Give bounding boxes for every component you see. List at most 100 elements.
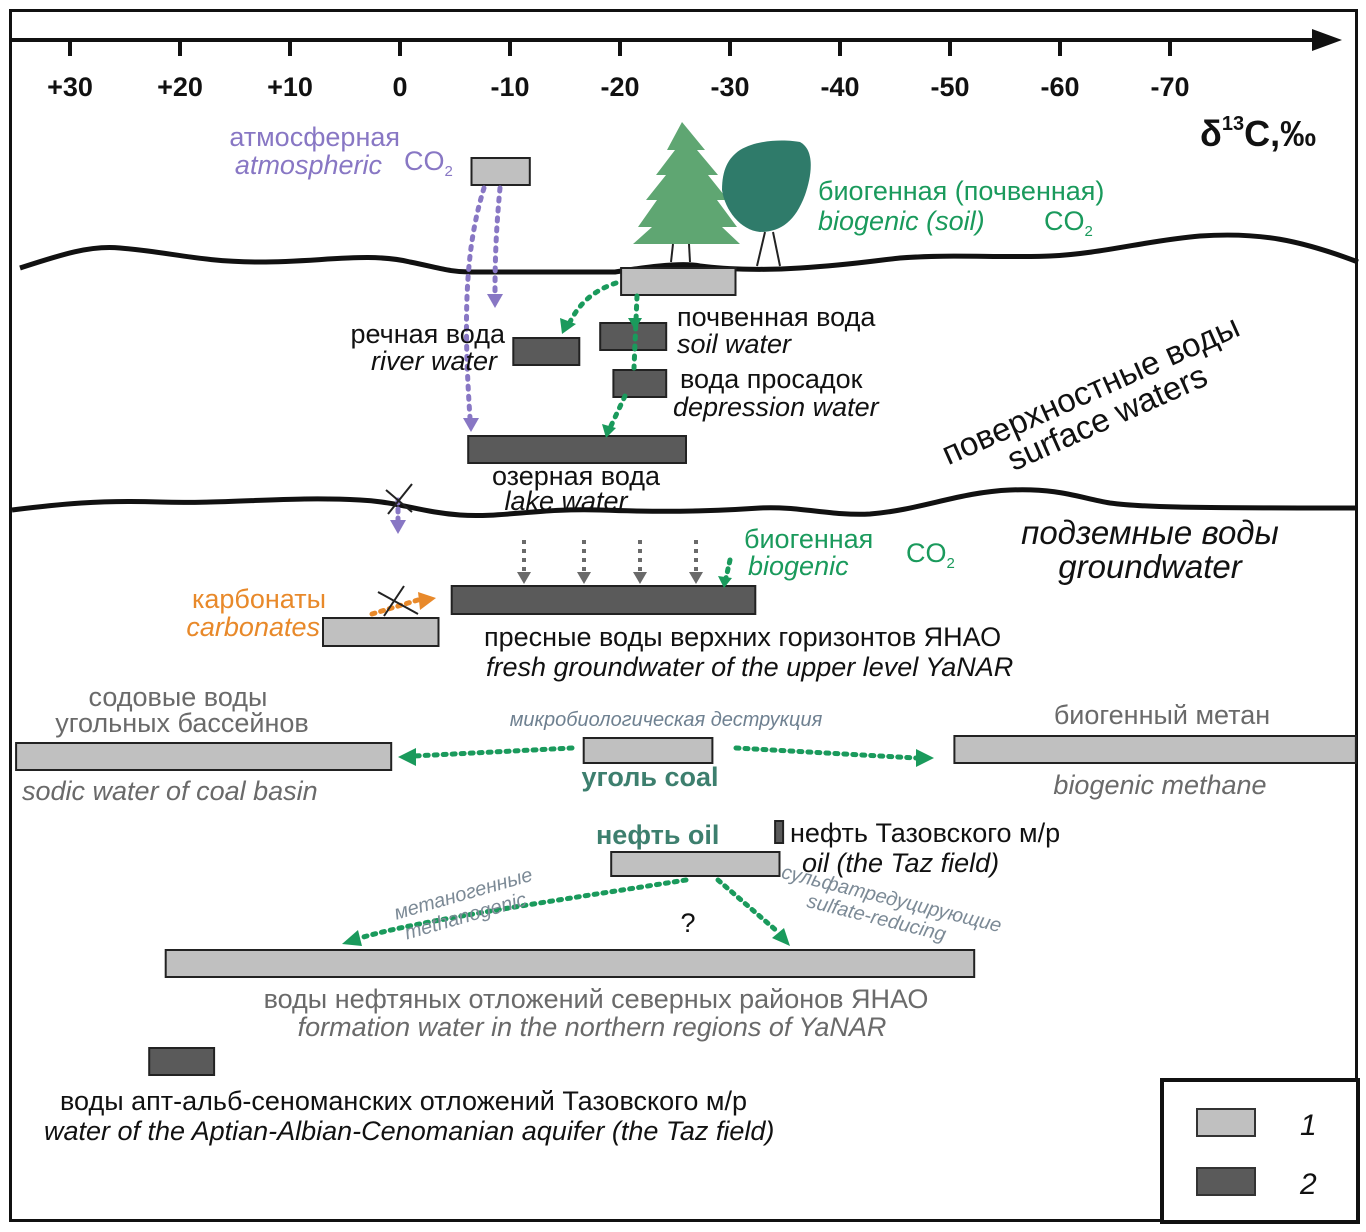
axis-tick-label: -50 xyxy=(930,72,969,102)
arrowhead-icon xyxy=(689,572,703,584)
range-bar-atmospheric-co2 xyxy=(470,157,531,186)
range-bar-sodic-water xyxy=(15,742,393,771)
arrowhead-icon xyxy=(517,572,531,584)
legend-swatch-type-1 xyxy=(1196,1108,1256,1137)
label-ru: карбонаты xyxy=(192,584,326,614)
depression-to-lake-arrow xyxy=(607,393,628,431)
arrowhead-icon xyxy=(487,294,503,308)
soil-co2-to-river-arrow xyxy=(567,280,619,325)
axis-tick-label: -70 xyxy=(1150,72,1189,102)
groundwater-zone-label: подземные воды groundwater xyxy=(1021,514,1279,585)
biogenic-co2-label: биогенная biogenic CO2 xyxy=(744,524,955,581)
question-mark: ? xyxy=(680,908,695,938)
range-bars xyxy=(15,157,1357,1076)
atm-arrow-to-lake xyxy=(463,185,487,421)
axis-tick-label: -10 xyxy=(490,72,529,102)
methanogenic-arrow xyxy=(357,877,689,941)
label-ru: воды нефтяных отложений северных районов… xyxy=(264,984,929,1014)
range-bar-taz-oil xyxy=(774,820,785,844)
taz-oil-label: нефть Тазовского м/р oil (the Taz field) xyxy=(790,818,1060,878)
range-bar-biogenic-methane xyxy=(953,735,1357,764)
infiltration-arrow xyxy=(517,540,531,584)
range-bar-aptian-water xyxy=(148,1047,216,1076)
axis-tick-label: -30 xyxy=(710,72,749,102)
label-ru: биогенная xyxy=(744,524,873,554)
label-en: biogenic xyxy=(748,551,849,581)
range-bar-lake-water xyxy=(467,435,688,464)
deciduous-tree-icon xyxy=(722,140,811,267)
label-en: groundwater xyxy=(1058,548,1243,585)
label-en: soil water xyxy=(677,329,792,359)
blocked-cross-icon xyxy=(377,591,419,615)
range-bar-carbonates xyxy=(322,617,440,647)
soil-co2-to-soil-water-arrow xyxy=(631,293,640,371)
axis-tick-label: -60 xyxy=(1040,72,1079,102)
range-bar-formation-water xyxy=(164,949,976,978)
axis-tick-label: 0 xyxy=(392,72,407,102)
label-ru: подземные воды xyxy=(1021,514,1279,551)
label-en: river water xyxy=(371,346,498,376)
soil-water-label: почвенная вода soil water xyxy=(677,302,876,359)
legend-label-type-1: 1 xyxy=(1300,1109,1317,1142)
legend-label-type-2: 2 xyxy=(1299,1168,1317,1201)
label-en: carbonates xyxy=(186,612,320,642)
spruce-tree-icon xyxy=(633,122,740,263)
label-en: oil (the Taz field) xyxy=(802,848,999,878)
lake-water-label: озерная вода lake water xyxy=(492,461,661,516)
aptian-water-label: воды апт-альб-сеноманских отложений Тазо… xyxy=(44,1086,774,1146)
soil-co2-label: биогенная (почвенная) biogenic (soil) CO… xyxy=(818,176,1104,240)
label-en: atmospheric xyxy=(235,150,383,180)
arrowhead-icon xyxy=(560,318,576,334)
label-en: lake water xyxy=(504,486,628,516)
methanogenic-label: метаногенные methanogenic xyxy=(392,864,535,944)
axis-title: δ13C,‰ xyxy=(1200,113,1316,154)
axis-tick-label: +20 xyxy=(157,72,203,102)
label-en: biogenic methane xyxy=(1053,770,1266,800)
infiltration-arrow xyxy=(689,540,703,584)
infiltration-arrows xyxy=(517,540,703,584)
infiltration-arrow xyxy=(633,540,647,584)
legend-box xyxy=(1160,1078,1360,1224)
label-en: biogenic (soil) xyxy=(818,206,985,236)
label-en: water of the Aptian-Albian-Cenomanian aq… xyxy=(44,1116,774,1146)
arrowhead-icon xyxy=(772,928,790,946)
label-ru: пресные воды верхних горизонтов ЯНАО xyxy=(484,622,1001,652)
arrowhead-icon xyxy=(418,592,436,610)
depression-water-label: вода просадок depression water xyxy=(673,364,880,422)
carbonate-arrow xyxy=(369,585,436,617)
label-ru: почвенная вода xyxy=(677,302,876,332)
range-bar-river-water xyxy=(512,337,581,366)
groundwater-boundary-line xyxy=(11,487,1357,519)
fresh-groundwater-label: пресные воды верхних горизонтов ЯНАО fre… xyxy=(484,622,1013,682)
label-en: depression water xyxy=(673,392,880,422)
biogenic-methane-label: биогенный метан biogenic methane xyxy=(1053,700,1270,800)
formation-water-label: воды нефтяных отложений северных районов… xyxy=(264,984,929,1042)
arrowhead-icon xyxy=(628,318,642,330)
label-en: fresh groundwater of the upper level YaN… xyxy=(486,652,1013,682)
axis-tick-label: +30 xyxy=(47,72,93,102)
oil-label: нефть oil xyxy=(596,820,719,850)
river-water-label: речная вода river water xyxy=(351,319,506,376)
arrowhead-icon xyxy=(342,930,362,946)
label-ru-line1: содовые воды xyxy=(89,682,268,712)
infiltration-arrow xyxy=(577,540,591,584)
legend: 1 2 xyxy=(1160,1078,1360,1224)
arrowhead-icon xyxy=(633,572,647,584)
microbial-destruction-label: микробиологическая деструкция xyxy=(510,709,823,731)
blocked-cross-icon xyxy=(383,585,405,617)
atmospheric-arrows xyxy=(385,185,503,534)
label-ru: биогенная (почвенная) xyxy=(818,176,1104,206)
range-bar-coal xyxy=(582,737,714,764)
arrowhead-icon xyxy=(577,572,591,584)
coal-label: уголь coal xyxy=(581,762,718,792)
co2-formula: CO2 xyxy=(404,146,453,180)
biogenic-arrows xyxy=(342,280,934,946)
atm-arrow-to-river xyxy=(492,185,503,297)
sodic-water-label: содовые воды угольных бассейнов sodic wa… xyxy=(22,682,318,806)
arrowhead-icon xyxy=(398,748,416,766)
sulfate-reducing-arrow xyxy=(715,877,781,935)
arrowhead-icon xyxy=(463,418,479,432)
arrowhead-icon xyxy=(916,749,934,767)
